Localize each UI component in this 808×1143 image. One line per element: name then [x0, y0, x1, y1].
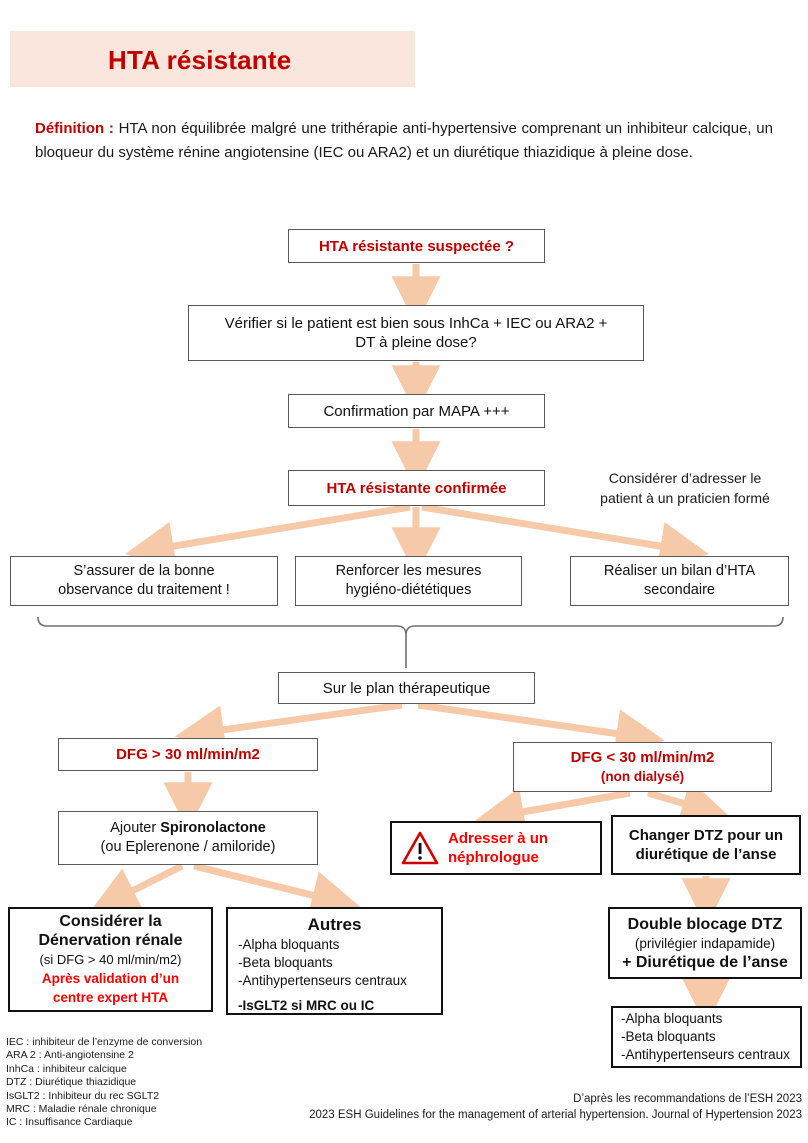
box-label-line1: Double blocage DTZ: [627, 915, 783, 933]
warning-triangle-icon: [401, 831, 439, 865]
box-label-line1: Adresser à un: [448, 830, 549, 847]
note-adresser-praticien: Considérer d’adresser le patient à un pr…: [569, 468, 801, 508]
box-label-line2: DT à pleine dose?: [355, 334, 477, 351]
box-label: DFG > 30 ml/min/m2: [116, 746, 260, 763]
spiro-prefix: Ajouter: [110, 820, 161, 836]
legend-line: IEC : inhibiteur de l’enzyme de conversi…: [6, 1036, 203, 1048]
box-label: Adresser à un néphrologue: [448, 829, 548, 867]
box-label-line5: centre expert HTA: [52, 990, 169, 1005]
box-label-line2: (non dialysé): [600, 769, 685, 784]
box-ajouter-spironolactone[interactable]: Ajouter Spironolactone (ou Eplerenone / …: [58, 811, 318, 865]
box-label-line1: Changer DTZ pour un: [628, 827, 784, 844]
definition-paragraph: Définition : HTA non équilibrée malgré u…: [35, 117, 773, 165]
list-item: -Beta bloquants: [238, 955, 333, 970]
box-label-line1: Réaliser un bilan d’HTA: [603, 563, 756, 579]
legend-line: IC : Insuffisance Cardiaque: [6, 1116, 133, 1129]
box-hta-confirmee[interactable]: HTA résistante confirmée: [288, 470, 545, 506]
box-mesures-hygieno-dietetiques[interactable]: Renforcer les mesures hygiéno-diététique…: [295, 556, 522, 606]
box-label-line3: (si DFG > 40 ml/min/m2): [39, 952, 182, 967]
box-changer-dtz[interactable]: Changer DTZ pour un diurétique de l’anse: [611, 815, 801, 875]
box-label-line1: Vérifier si le patient est bien sous Inh…: [224, 315, 608, 332]
box-label-line2: diurétique de l’anse: [635, 846, 777, 863]
box-label-line3: + Diurétique de l’anse: [622, 953, 788, 971]
box-label-line2: (ou Eplerenone / amiloride): [100, 839, 276, 855]
box-hta-suspectee[interactable]: HTA résistante suspectée ?: [288, 229, 545, 263]
list-item-highlighted: -IsGLT2 si MRC ou IC: [238, 998, 375, 1013]
box-label-line1: DFG < 30 ml/min/m2: [570, 749, 715, 766]
box-dfg-inferieur-30[interactable]: DFG < 30 ml/min/m2 (non dialysé): [513, 742, 772, 792]
page-title: HTA résistante: [108, 45, 292, 75]
list-item: -Alpha bloquants: [238, 937, 340, 952]
definition-text: HTA non équilibrée malgré une trithérapi…: [35, 120, 773, 161]
box-confirmation-mapa[interactable]: Confirmation par MAPA +++: [288, 394, 545, 428]
title-banner: [10, 31, 415, 87]
box-label-line2: hygiéno-diététiques: [345, 582, 472, 598]
box-label: Sur le plan thérapeutique: [322, 679, 491, 697]
legend-line: ARA 2 : Anti-angiotensine 2: [6, 1049, 134, 1062]
list-item: -Antihypertenseurs centraux: [238, 973, 407, 988]
collector-brace: [37, 616, 784, 668]
legend-line: DTZ : Diurétique thiazidique: [6, 1076, 137, 1089]
list-item: -Beta bloquants: [621, 1029, 716, 1044]
abbreviation-legend: IEC : inhibiteur de l’enzyme de conversi…: [6, 1036, 336, 1130]
note-line2: patient à un praticien formé: [600, 490, 770, 506]
box-autres-traitements[interactable]: Autres -Alpha bloquants -Beta bloquants …: [226, 907, 443, 1015]
box-bilan-hta-secondaire[interactable]: Réaliser un bilan d’HTA secondaire: [570, 556, 789, 606]
legend-line: InhCa : inhibiteur calcique: [6, 1062, 127, 1075]
box-label: HTA résistante confirmée: [326, 479, 507, 497]
box-label-line1: S’assurer de la bonne: [73, 563, 215, 579]
box-label-line2: néphrologue: [448, 849, 539, 866]
source-citation: D’après les recommandations de l’ESH 202…: [240, 1091, 802, 1123]
box-label-line2: observance du traitement !: [58, 582, 230, 598]
box-dfg-superieur-30[interactable]: DFG > 30 ml/min/m2: [58, 738, 318, 771]
box-title: Autres: [307, 915, 362, 934]
box-denervation-renale[interactable]: Considérer la Dénervation rénale (si DFG…: [8, 907, 213, 1012]
box-label: Confirmation par MAPA +++: [323, 402, 510, 420]
box-plan-therapeutique[interactable]: Sur le plan thérapeutique: [278, 672, 535, 704]
legend-line: MRC : Maladie rénale chronique: [6, 1103, 157, 1116]
box-label-line1: Considérer la: [59, 913, 162, 930]
box-label-line2: Dénervation rénale: [38, 932, 183, 949]
box-final-traitements[interactable]: -Alpha bloquants -Beta bloquants -Antihy…: [611, 1006, 802, 1068]
legend-line: IsGLT2 : Inhibiteur du rec SGLT2: [6, 1089, 160, 1102]
source-line2: 2023 ESH Guidelines for the management o…: [309, 1109, 802, 1121]
box-label-line2: (privilégier indapamide): [634, 935, 776, 951]
list-item: -Antihypertenseurs centraux: [621, 1047, 790, 1062]
note-line1: Considérer d’adresser le: [608, 470, 762, 486]
box-label-line1: Ajouter Spironolactone: [110, 819, 266, 838]
definition-lead: Définition :: [35, 120, 114, 137]
box-observance-traitement[interactable]: S’assurer de la bonne observance du trai…: [10, 556, 278, 606]
box-label: HTA résistante suspectée ?: [318, 237, 515, 255]
box-label-line1: Renforcer les mesures: [335, 563, 482, 579]
list-item: -Alpha bloquants: [621, 1011, 723, 1026]
spiro-drug: Spironolactone: [160, 820, 266, 836]
box-adresser-nephrologue[interactable]: Adresser à un néphrologue: [390, 821, 602, 875]
box-double-blocage-dtz[interactable]: Double blocage DTZ (privilégier indapami…: [608, 907, 802, 979]
box-verifier-traitement[interactable]: Vérifier si le patient est bien sous Inh…: [188, 305, 644, 361]
box-label-line4: Après validation d’un: [41, 971, 180, 986]
source-line1: D’après les recommandations de l’ESH 202…: [573, 1093, 802, 1105]
box-label-line2: secondaire: [644, 582, 715, 598]
